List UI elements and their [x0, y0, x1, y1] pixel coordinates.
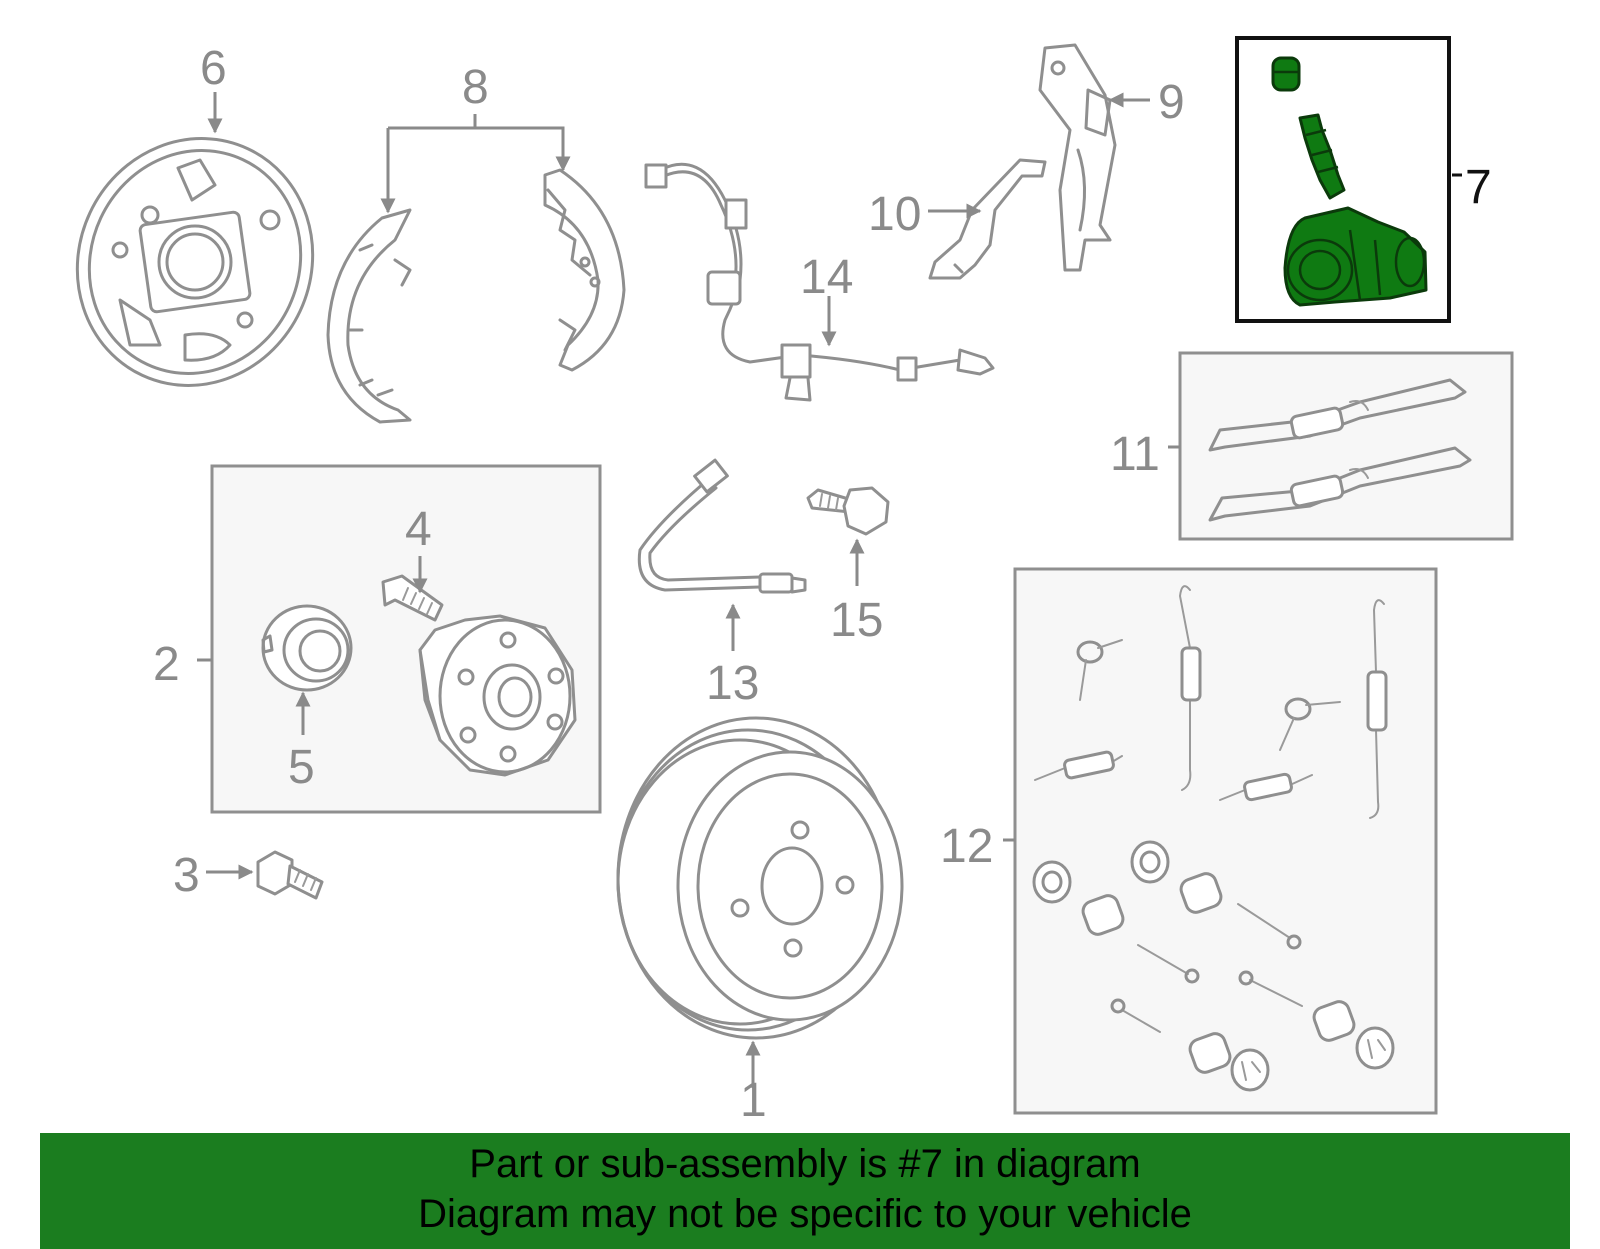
hub-bolt-part[interactable] [381, 574, 444, 622]
hub-part[interactable] [418, 614, 577, 777]
adjuster-set-part[interactable] [1208, 378, 1472, 522]
small-bracket-part[interactable] [928, 158, 1047, 280]
callout-3: 3 [173, 849, 200, 902]
callout-5: 5 [288, 741, 315, 794]
info-banner: Part or sub-assembly is #7 in diagram Di… [40, 1133, 1570, 1249]
callout-15: 15 [830, 594, 883, 647]
callout-13: 13 [706, 657, 759, 710]
backing-plate-part[interactable] [37, 100, 353, 425]
banner-line-1: Part or sub-assembly is #7 in diagram [469, 1142, 1141, 1186]
brake-hose-part[interactable] [637, 458, 807, 594]
hardware-kit-part[interactable] [1032, 585, 1395, 1092]
brake-drum-part[interactable] [616, 716, 904, 1040]
banner-line-2: Diagram may not be specific to your vehi… [418, 1192, 1192, 1236]
callout-12: 12 [940, 820, 993, 873]
callout-8: 8 [462, 61, 489, 114]
callout-9: 9 [1158, 76, 1185, 129]
bearing-part[interactable] [261, 604, 353, 692]
bolt-part[interactable] [256, 850, 324, 900]
callout-6: 6 [200, 42, 227, 95]
flange-bolt-part[interactable] [806, 486, 890, 536]
callout-4: 4 [405, 503, 432, 556]
callout-14: 14 [800, 251, 853, 304]
callout-7: 7 [1465, 161, 1492, 214]
callout-2: 2 [153, 638, 180, 691]
callout-1: 1 [740, 1074, 767, 1127]
bracket-part[interactable] [1038, 43, 1117, 272]
callout-10: 10 [868, 188, 921, 241]
brake-shoe-set-part[interactable] [326, 168, 626, 424]
wheel-cylinder-part[interactable] [1271, 56, 1428, 307]
abs-sensor-wire-part[interactable] [644, 162, 995, 402]
callout-11: 11 [1110, 428, 1160, 481]
